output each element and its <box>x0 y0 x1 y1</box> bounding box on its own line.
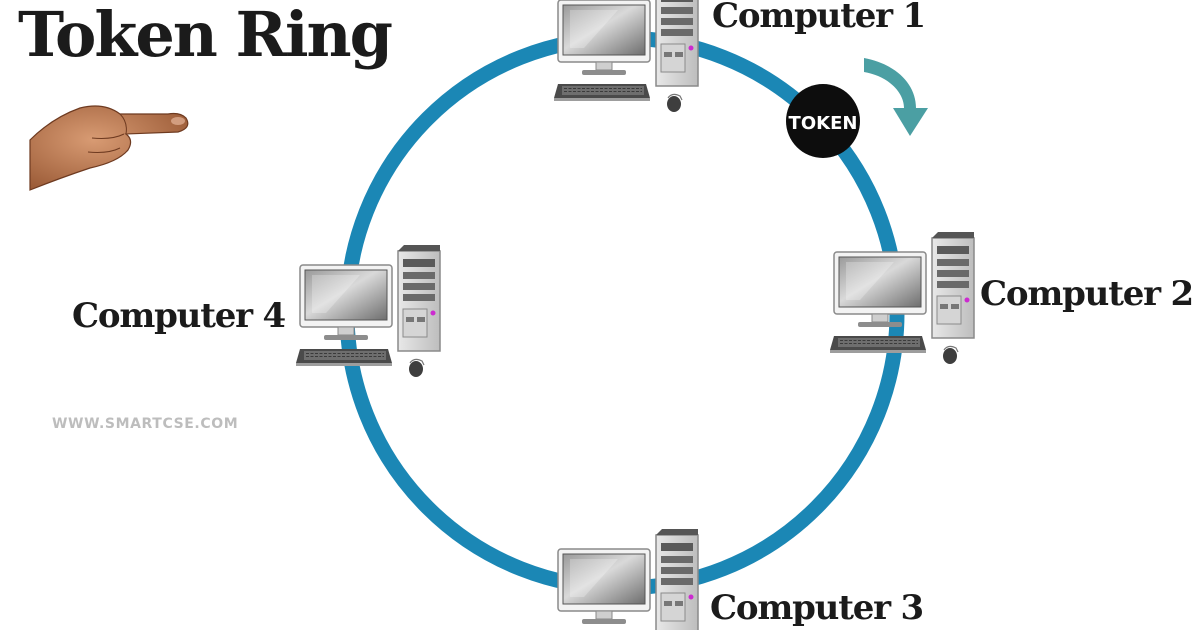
computer-2-icon <box>829 231 975 365</box>
watermark: WWW.SMARTCSE.COM <box>52 416 239 432</box>
token-badge: TOKEN <box>786 84 860 158</box>
computer-1-label: Computer 1 <box>712 0 926 36</box>
computer-3-icon <box>553 528 699 630</box>
computer-4-icon <box>295 244 441 378</box>
computer-1-icon <box>553 0 699 113</box>
pointing-hand-icon <box>29 105 189 191</box>
computer-3-label: Computer 3 <box>710 588 924 628</box>
page-title: Token Ring <box>18 0 393 71</box>
computer-4-label: Computer 4 <box>72 296 286 336</box>
token-label: TOKEN <box>789 113 858 134</box>
computer-2-label: Computer 2 <box>980 274 1194 314</box>
curved-arrow-icon <box>864 58 928 136</box>
